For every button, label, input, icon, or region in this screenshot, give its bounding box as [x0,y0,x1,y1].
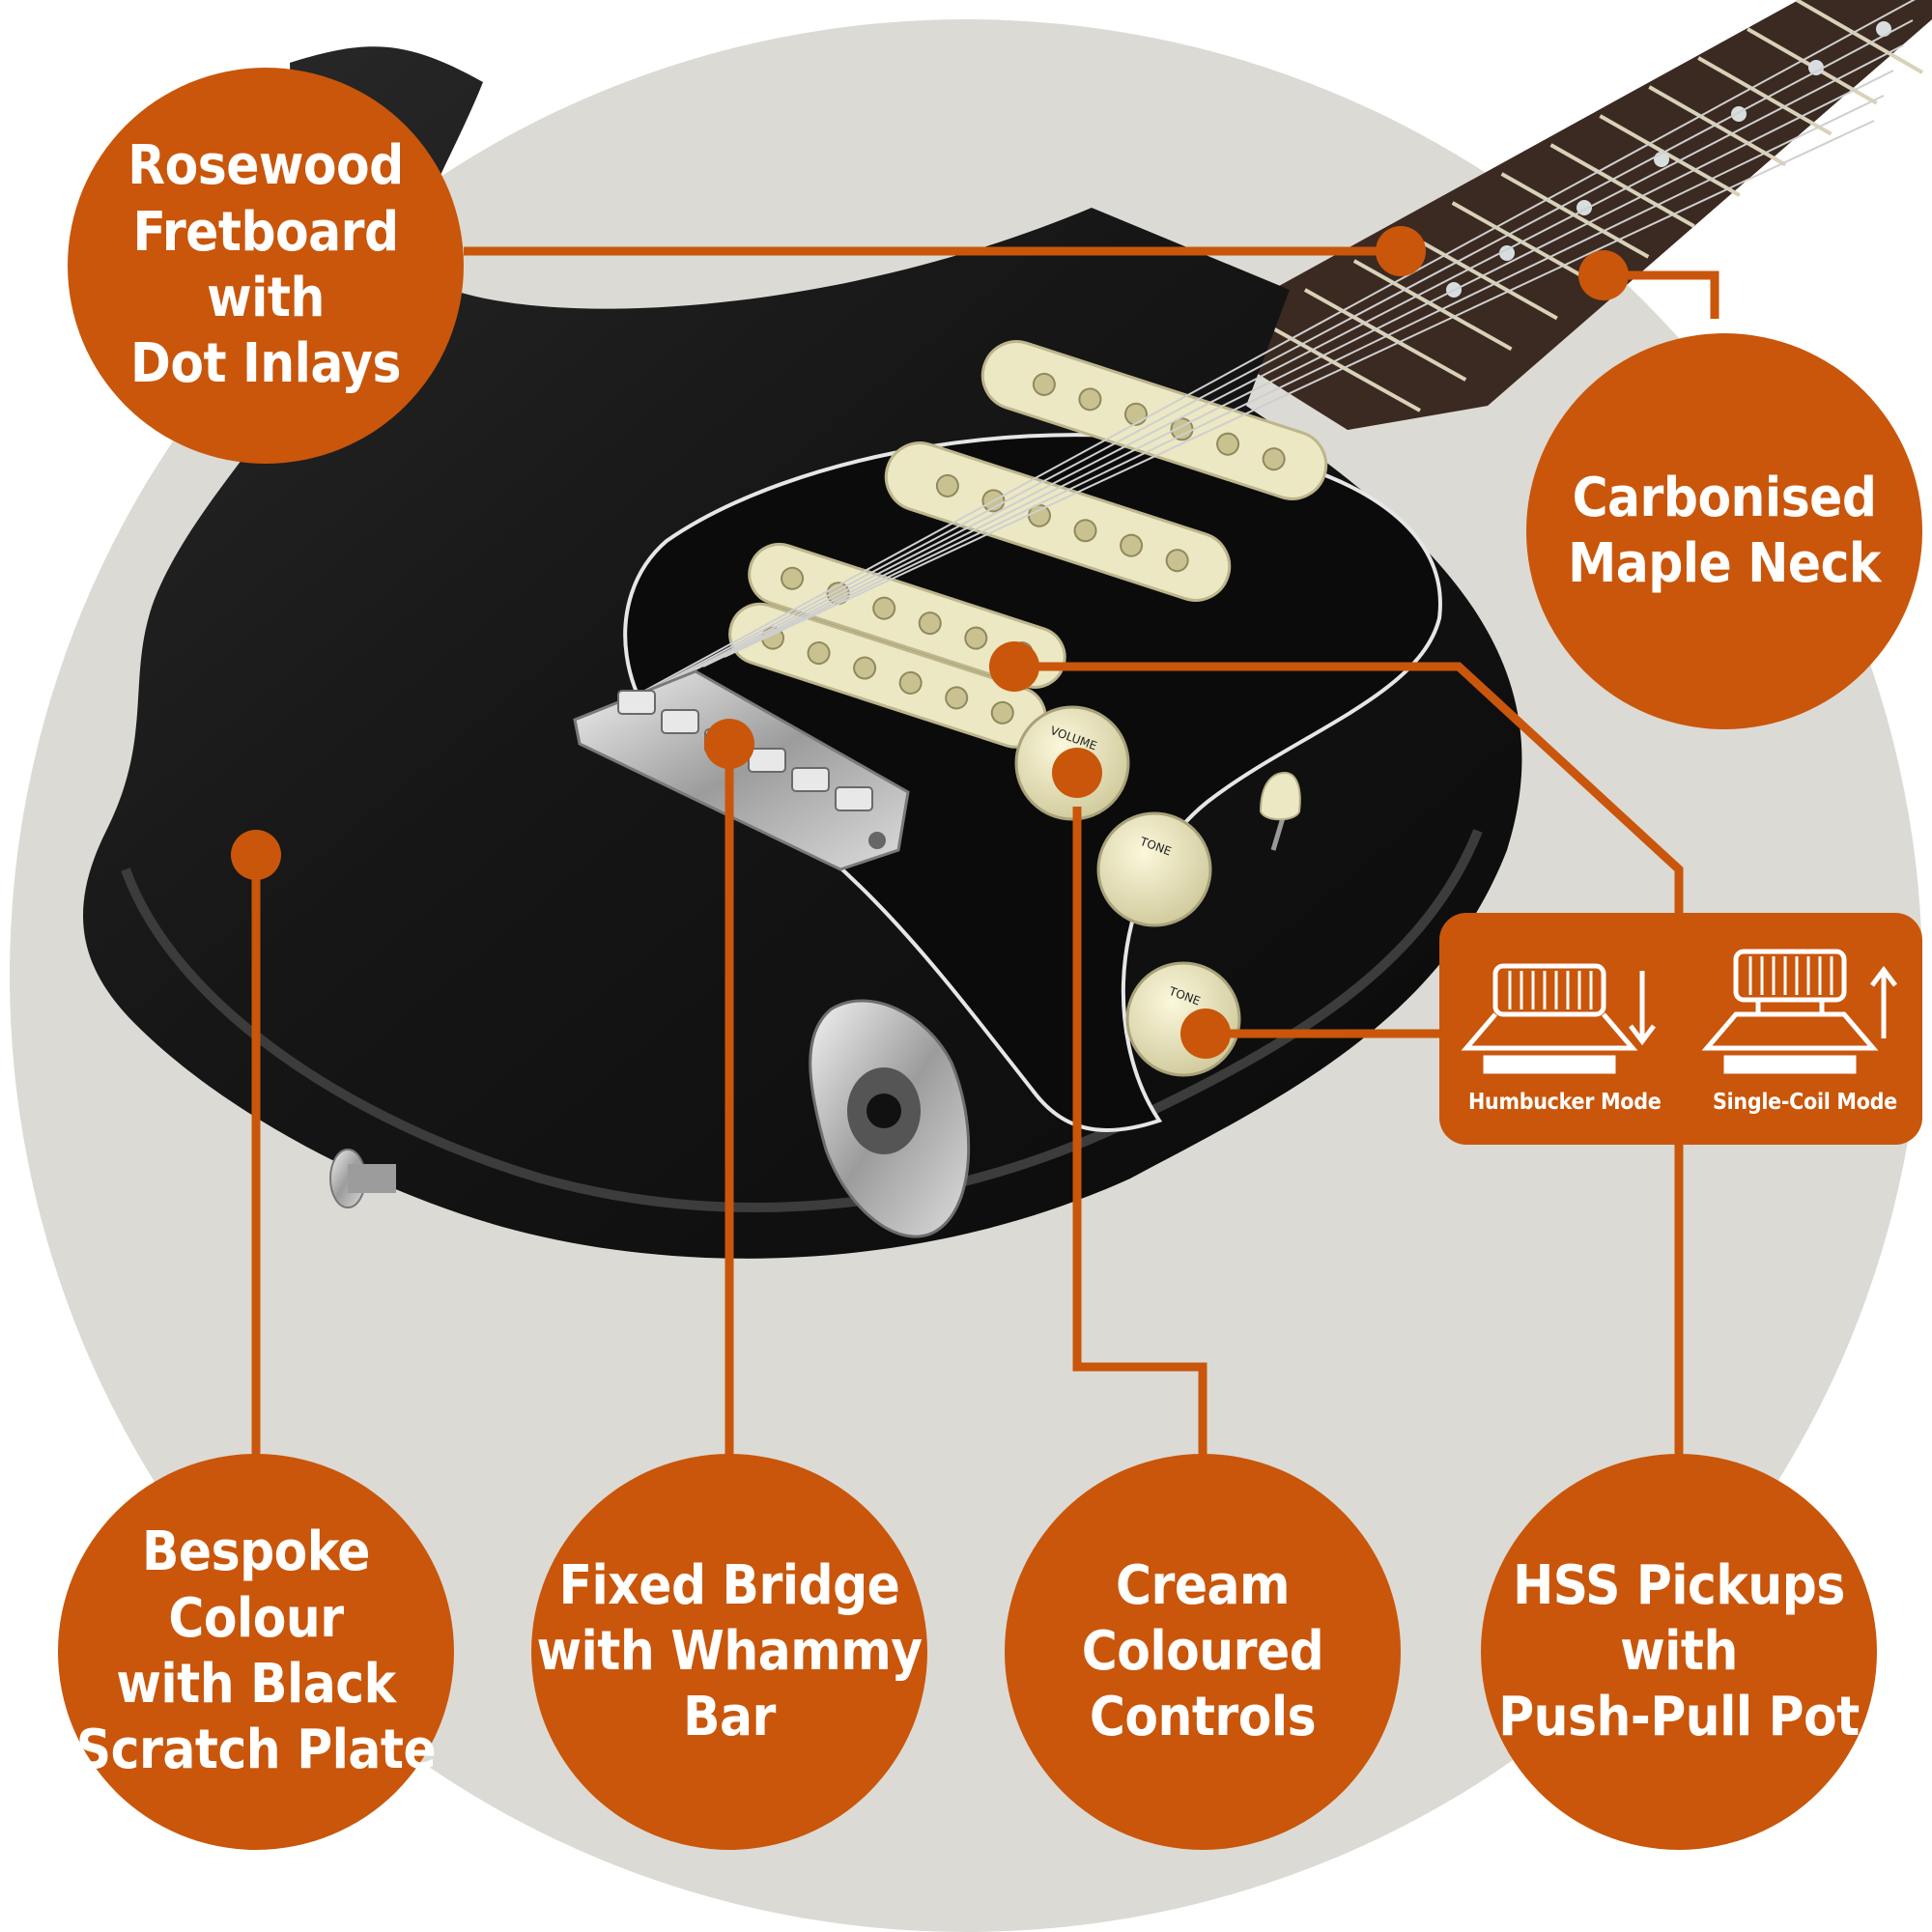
humbucker-mode-pickup-icon [1461,963,1638,1074]
callout-line: Fretboard with [132,200,399,329]
pole-piece [781,566,805,590]
fret [1599,114,1741,198]
callout-line: Fixed Bridge [558,1553,900,1617]
callout-line: Dot Inlays [129,332,402,396]
callout-line: Maple Neck [1568,532,1881,595]
single-coil-mode-pickup-icon [1701,949,1879,1074]
pole-piece [990,700,1014,724]
fret [1402,230,1558,321]
callout-line: HSS Pickups [1513,1553,1845,1617]
callout-line: with [1620,1619,1738,1683]
pole-piece [1032,372,1056,396]
pole-piece [918,611,942,636]
fret [1648,85,1787,167]
string [660,44,1904,687]
pole-piece [1262,447,1286,471]
callout-line: Carbonised [1572,466,1877,529]
bridge-saddle [617,690,656,715]
fret [1549,143,1695,228]
fret [1255,317,1421,412]
callout-line: Rosewood [128,134,404,198]
callout-line: Scratch Plate [75,1719,437,1782]
pole-piece [872,596,896,620]
pole-piece [964,626,988,650]
bridge-saddle [791,767,830,792]
frets [1255,0,1923,412]
pole-piece [807,641,831,666]
string [702,95,1885,668]
arrow-down-icon [1629,971,1656,1046]
fret [1451,201,1605,290]
callout-anchor-dots [231,226,1629,1059]
inlay-dot [1876,21,1891,37]
string [617,0,1916,706]
body-edge-highlight [121,829,1483,1212]
hss-pickups [728,340,1328,749]
string [724,120,1875,658]
push-pull-mode-panel [1439,913,1922,1145]
middle-single-coil-pickup [884,441,1232,602]
pole-piece [1073,519,1097,543]
strap-button [329,1149,396,1208]
bridge-saddle [748,748,786,773]
pole-piece [935,473,959,497]
fret [1796,0,1923,74]
bridge-humbucker-pickup [728,542,1066,749]
pole-piece [945,686,969,710]
inlay-dot [1808,60,1824,75]
pole-piece [853,656,877,680]
callout-line: with Whammy [536,1619,923,1683]
string [681,70,1894,677]
pickup-selector-switch [1259,771,1301,851]
callout-line: Bar [683,1686,776,1749]
neck-single-coil-pickup [980,340,1328,500]
fret [1303,288,1467,382]
arrow-up-icon [1870,965,1897,1038]
fret [1697,56,1833,136]
pole-piece [1078,387,1102,412]
callout-leader-lines [251,246,1719,1468]
strings [617,0,1916,706]
bridge-saddle [661,709,699,734]
pole-piece [1120,533,1144,557]
humbucker-mode-label: Humbucker Mode [1468,1090,1662,1115]
pole-piece [1216,432,1240,456]
callout-line: Push-Pull Pot [1498,1686,1860,1749]
bridge-saddle [835,786,873,811]
callout-line: with Black [116,1653,396,1716]
pole-piece [1165,549,1189,573]
string [639,19,1914,696]
tone-knob-1: TONE [1096,811,1212,927]
callout-line: Controls [1089,1686,1317,1749]
single-coil-mode-label: Single-Coil Mode [1713,1090,1897,1115]
fret [1352,259,1513,352]
bridge-saddles [617,690,873,811]
callout-line: Cream Coloured [1081,1553,1324,1683]
callout-circles [58,68,1922,1850]
pole-piece [1027,503,1051,527]
inlay-dot [1499,245,1515,261]
fixed-bridge [573,669,910,871]
callout-line: Bespoke Colour [142,1520,370,1650]
pole-piece [898,670,923,695]
output-jack-plate [809,999,971,1238]
